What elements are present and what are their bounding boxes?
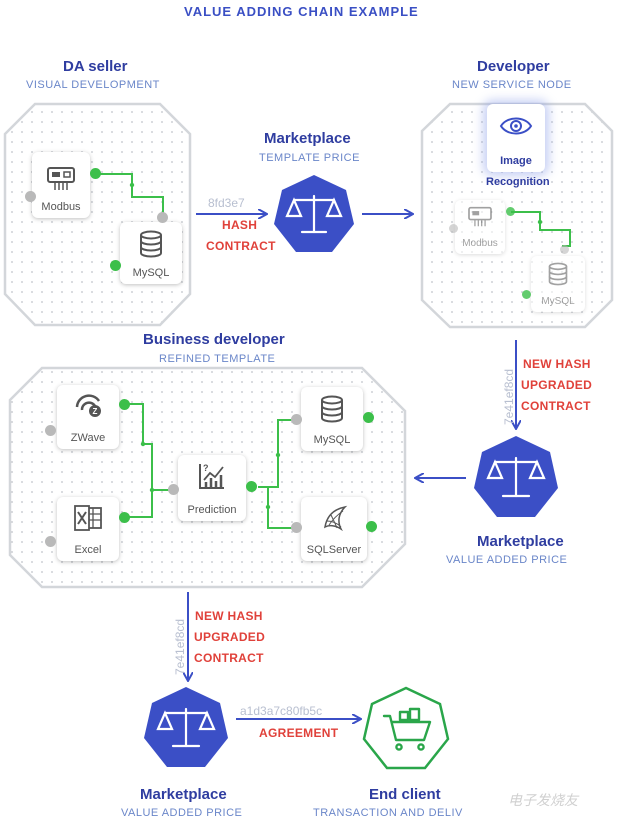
zwave-node[interactable]: Z ZWave — [57, 385, 119, 449]
input-port[interactable] — [25, 191, 36, 202]
modbus-node[interactable]: Modbus — [32, 152, 90, 218]
excel-icon — [74, 505, 102, 531]
mysql-node[interactable]: MySQL — [531, 256, 585, 312]
hash-label: 7e41ef8cd — [502, 368, 516, 425]
svg-text:Z: Z — [93, 407, 98, 416]
prediction-chart-icon: ? — [199, 463, 224, 489]
sqlserver-node[interactable]: SQLServer — [301, 497, 367, 561]
contract-label-line1: NEW HASH — [195, 609, 263, 623]
marketplace-bottom-subheading: VALUE ADDED PRICE — [121, 807, 243, 819]
node-label: Modbus — [41, 201, 81, 213]
output-port[interactable] — [363, 412, 374, 423]
diagram-title: VALUE ADDING CHAIN EXAMPLE — [184, 4, 419, 19]
output-port[interactable] — [522, 290, 531, 299]
node-label: SQLServer — [306, 544, 362, 556]
input-port[interactable] — [291, 414, 302, 425]
contract-label-line3: CONTRACT — [521, 399, 591, 413]
hash-label: a1d3a7c80fb5c — [240, 704, 323, 718]
developer-subheading: NEW SERVICE NODE — [452, 79, 572, 91]
scale-icon — [486, 456, 546, 498]
node-label: MySQL — [541, 296, 575, 307]
output-port[interactable] — [110, 260, 121, 271]
end-client-subheading: TRANSACTION AND DELIV — [313, 807, 463, 819]
input-port[interactable] — [560, 245, 569, 254]
zwave-icon: Z — [75, 394, 101, 417]
prediction-node[interactable]: ? Prediction — [178, 455, 246, 521]
node-label: Prediction — [187, 504, 237, 516]
hash-label: 8fd3e7 — [208, 196, 245, 210]
business-subheading: REFINED TEMPLATE — [159, 353, 276, 365]
modbus-node[interactable]: Modbus — [455, 200, 505, 254]
database-icon — [140, 230, 162, 258]
da-seller-heading: DA seller — [63, 58, 128, 75]
image-recognition-node[interactable]: Image — [487, 104, 545, 172]
input-port[interactable] — [168, 484, 179, 495]
watermark: 电子发烧友 — [508, 792, 578, 808]
modbus-icon — [47, 167, 75, 190]
output-port[interactable] — [119, 512, 130, 523]
node-label: Image — [500, 155, 532, 167]
excel-node[interactable]: Excel — [57, 497, 119, 561]
marketplace-top-heading: Marketplace — [264, 130, 351, 147]
modbus-icon — [468, 206, 492, 227]
hash-label: 7e41ef8cd — [173, 618, 187, 675]
contract-label-line1: NEW HASH — [523, 357, 591, 371]
image-recognition-label: Recognition — [486, 176, 550, 188]
contract-label-line2: UPGRADED — [521, 378, 593, 392]
node-label: Modbus — [462, 238, 498, 249]
end-client-heading: End client — [369, 786, 441, 803]
agreement-label: AGREEMENT — [259, 726, 339, 740]
marketplace-bottom-heading: Marketplace — [140, 786, 227, 803]
node-label: Excel — [74, 544, 102, 556]
scale-icon — [285, 194, 343, 234]
end-client-badge — [362, 686, 450, 770]
contract-label-line2: UPGRADED — [194, 630, 266, 644]
input-port[interactable] — [45, 536, 56, 547]
mysql-node[interactable]: MySQL — [301, 387, 363, 451]
database-icon — [548, 262, 568, 286]
sqlserver-icon — [324, 505, 348, 531]
node-label: MySQL — [313, 434, 351, 446]
developer-heading: Developer — [477, 58, 550, 75]
svg-text:?: ? — [203, 463, 209, 473]
contract-label-line1: HASH — [222, 218, 258, 232]
input-port[interactable] — [45, 425, 56, 436]
marketplace-top-subheading: TEMPLATE PRICE — [259, 152, 360, 164]
output-port[interactable] — [119, 399, 130, 410]
output-port[interactable] — [506, 207, 515, 216]
eye-icon — [499, 117, 533, 135]
input-port[interactable] — [291, 522, 302, 533]
mysql-node[interactable]: MySQL — [120, 222, 182, 284]
contract-label-line2: CONTRACT — [206, 239, 276, 253]
input-port[interactable] — [157, 212, 168, 223]
da-seller-subheading: VISUAL DEVELOPMENT — [26, 79, 160, 91]
node-label: MySQL — [132, 267, 170, 279]
cart-icon — [382, 707, 432, 751]
contract-label-line3: CONTRACT — [194, 651, 264, 665]
scale-icon — [156, 707, 216, 748]
output-port[interactable] — [246, 481, 257, 492]
input-port[interactable] — [449, 224, 458, 233]
database-icon — [321, 395, 343, 423]
marketplace-right-heading: Marketplace — [477, 533, 564, 550]
output-port[interactable] — [366, 521, 377, 532]
node-label: ZWave — [70, 432, 106, 444]
marketplace-right-subheading: VALUE ADDED PRICE — [446, 554, 568, 566]
output-port[interactable] — [90, 168, 101, 179]
business-heading: Business developer — [143, 331, 285, 348]
